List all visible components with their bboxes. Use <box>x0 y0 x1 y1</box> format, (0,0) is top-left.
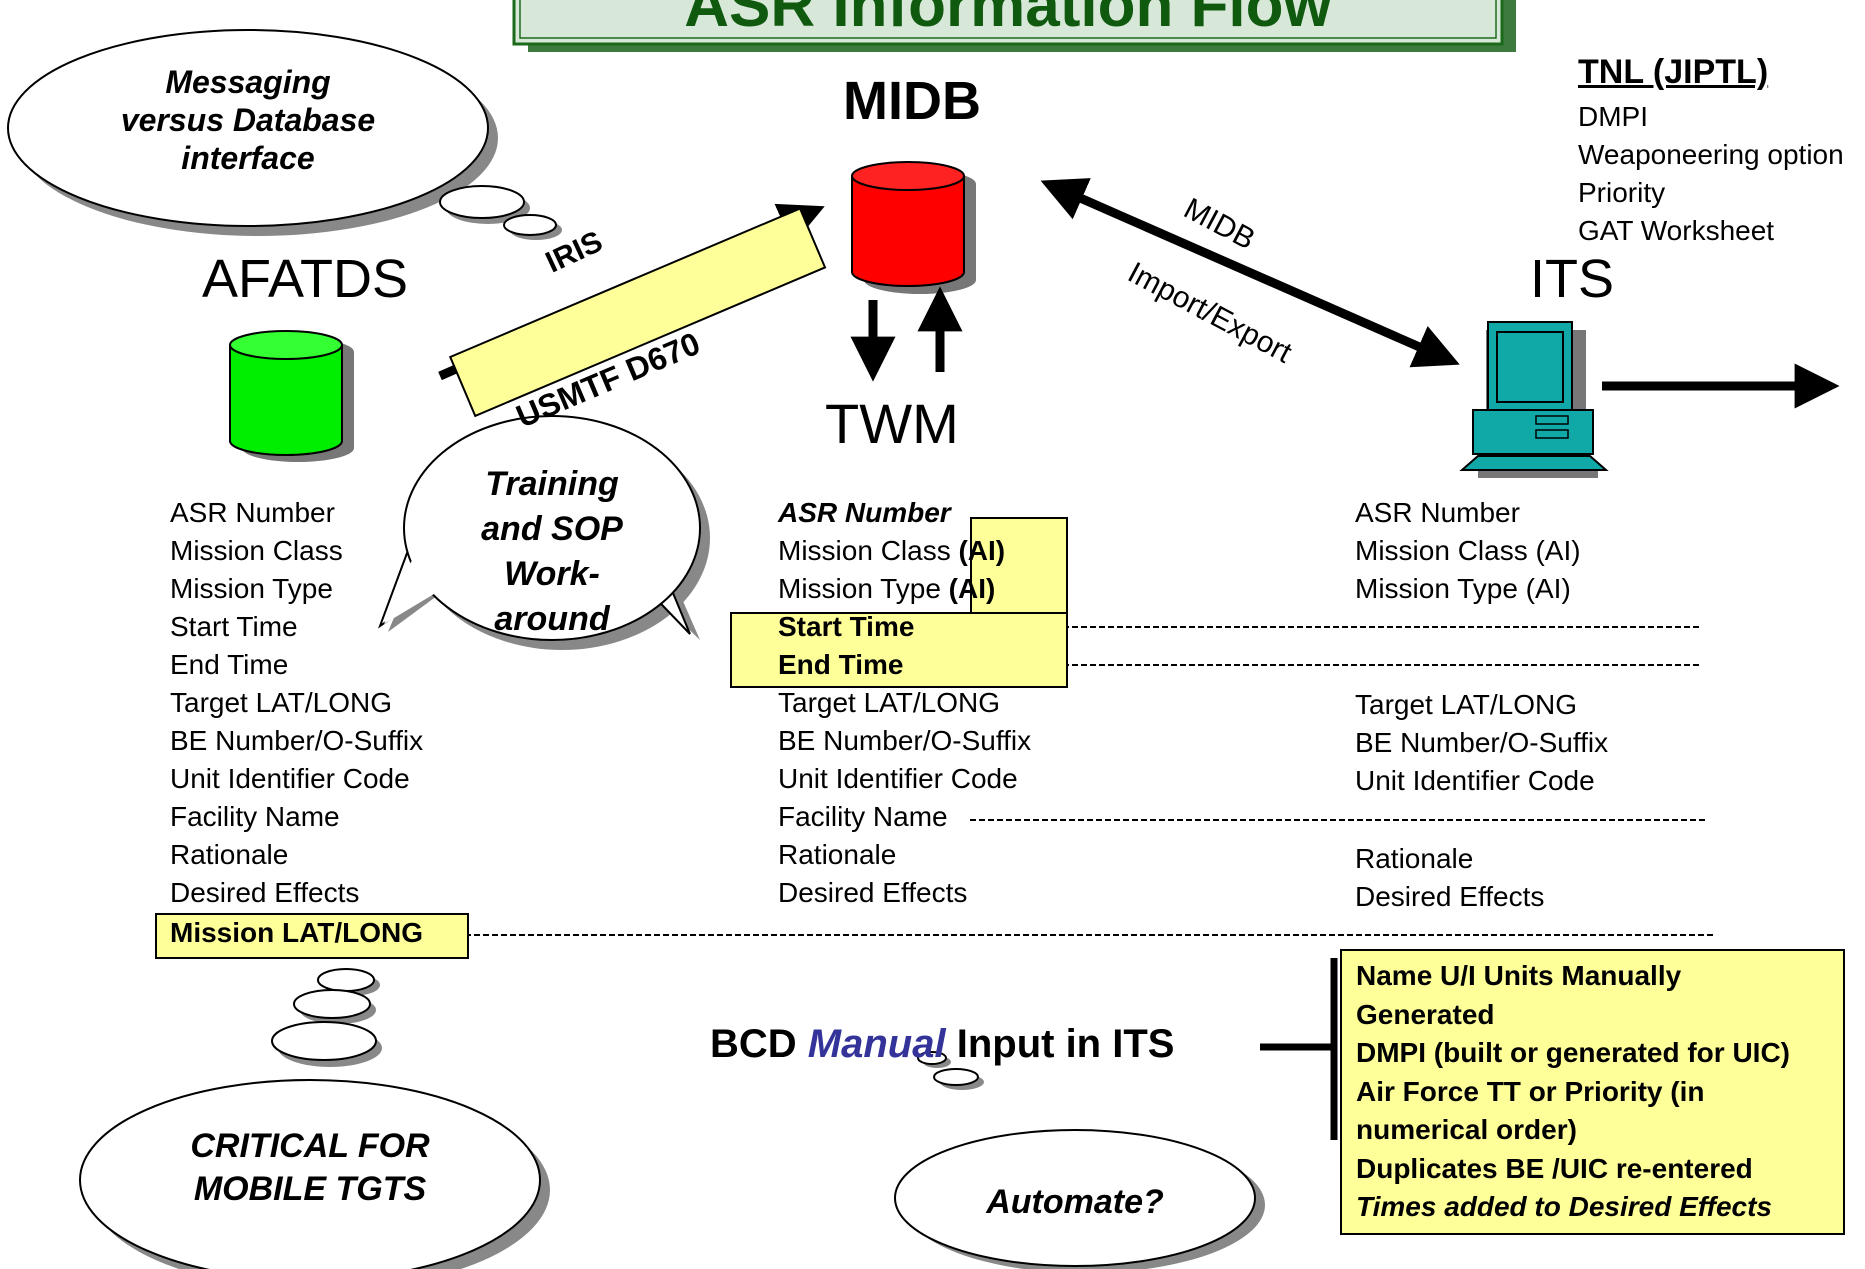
database-icon <box>229 330 354 462</box>
twm-field-list: ASR Number Mission Class (AI) Mission Ty… <box>778 494 1031 912</box>
page-title: ASR Information Flow <box>684 0 1332 40</box>
field-label: Mission Type <box>778 573 941 604</box>
cloud-text-line: versus Database <box>120 102 376 138</box>
manual-step: DMPI (built or generated for UIC) <box>1356 1037 1790 1068</box>
field-item: Desired Effects <box>778 877 968 908</box>
midb-label: MIDB <box>843 71 981 131</box>
field-item: Desired Effects <box>170 877 360 908</box>
field-item: ASR Number <box>778 497 951 528</box>
field-item: Desired Effects <box>1355 881 1545 912</box>
bcd-text: BCD <box>710 1022 797 1066</box>
tnl-item: Weaponeering option <box>1578 139 1844 170</box>
manual-steps-box: Name U/I Units Manually Generated DMPI (… <box>1340 949 1845 1235</box>
field-item: Mission Class <box>170 535 343 566</box>
field-item: Facility Name <box>170 801 340 832</box>
cloud-text-line: MOBILE TGTS <box>193 1170 427 1208</box>
field-item: BE Number/O-Suffix <box>170 725 424 756</box>
manual-step-italic: Times added to Desired Effects <box>1356 1191 1772 1222</box>
field-item: Mission Class (AI) <box>778 532 1031 570</box>
cloud-text-line: Work- <box>504 555 600 593</box>
field-item: Rationale <box>170 839 289 870</box>
tnl-list: DMPI Weaponeering option Priority GAT Wo… <box>1578 98 1844 250</box>
field-item: Target LAT/LONG <box>778 687 1001 718</box>
field-item: Target LAT/LONG <box>170 687 393 718</box>
cloud-text-line: interface <box>181 140 315 176</box>
time-highlight-box <box>730 612 1068 688</box>
usmtf-banner <box>448 207 827 418</box>
arrow-midb-its <box>1040 178 1460 368</box>
tnl-item: Priority <box>1578 177 1666 208</box>
afatds-label: AFATDS <box>202 249 409 309</box>
database-icon <box>851 161 976 294</box>
cloud-text-line: and SOP <box>481 510 623 548</box>
field-item: Mission Type <box>170 573 333 604</box>
mission-latlong-highlight-box <box>155 913 469 959</box>
its-label: ITS <box>1530 249 1615 309</box>
field-label: Mission Class <box>778 535 951 566</box>
field-item: Start Time <box>170 611 298 642</box>
cloud-text-line: around <box>494 600 610 638</box>
tnl-heading: TNL (JIPTL) <box>1578 53 1769 91</box>
field-item: Facility Name <box>778 801 948 832</box>
field-item: Rationale <box>778 839 897 870</box>
cloud-text-line: Training <box>485 465 619 503</box>
field-item: Mission Type (AI) <box>778 570 1031 608</box>
field-item: Mission Class (AI) <box>1355 535 1581 566</box>
cloud-icon <box>894 1051 1265 1269</box>
cloud-icon <box>79 968 550 1269</box>
field-item: BE Number/O-Suffix <box>1355 727 1609 758</box>
tnl-item: GAT Worksheet <box>1578 215 1775 246</box>
cloud-text-line: Messaging <box>165 64 331 100</box>
messaging-cloud-text: Messaging versus Database interface <box>98 63 398 177</box>
ai-tag: (AI) <box>948 573 996 604</box>
computer-icon <box>1459 321 1609 478</box>
automate-cloud-text: Automate? <box>986 1183 1164 1221</box>
twm-label: TWM <box>825 392 959 455</box>
field-item: Unit Identifier Code <box>778 763 1018 794</box>
bcd-manual-input-label: BCD Manual Input in ITS <box>710 1020 1174 1068</box>
field-item: ASR Number <box>170 497 335 528</box>
manual-step: numerical order) <box>1356 1114 1577 1145</box>
field-item: End Time <box>170 649 289 680</box>
cloud-icon <box>7 29 562 240</box>
critical-cloud-text: CRITICAL FOR MOBILE TGTS <box>150 1125 470 1211</box>
its-field-list-bottom: Rationale Desired Effects <box>1355 840 1544 916</box>
field-item: Mission Type (AI) <box>1355 573 1571 604</box>
field-item: Target LAT/LONG <box>1355 689 1578 720</box>
field-item: BE Number/O-Suffix <box>778 725 1032 756</box>
manual-emphasis: Manual <box>807 1022 946 1066</box>
bcd-text: Input in ITS <box>956 1022 1175 1066</box>
its-field-list-top: ASR Number Mission Class (AI) Mission Ty… <box>1355 494 1581 608</box>
its-field-list-middle: Target LAT/LONG BE Number/O-Suffix Unit … <box>1355 686 1608 800</box>
manual-step: Name U/I Units Manually <box>1356 960 1682 991</box>
speech-bubble-icon <box>377 415 710 650</box>
manual-step: Air Force TT or Priority (in <box>1356 1075 1705 1107</box>
afatds-field-list: ASR Number Mission Class Mission Type St… <box>170 494 423 952</box>
manual-step: Generated <box>1356 998 1495 1030</box>
tnl-item: DMPI <box>1578 101 1648 132</box>
field-item: Rationale <box>1355 843 1474 874</box>
ai-tag: (AI) <box>958 535 1006 566</box>
field-item: Unit Identifier Code <box>170 763 410 794</box>
training-bubble-text: Training and SOP Work- around <box>462 462 642 642</box>
title-box <box>512 0 1516 52</box>
field-item-highlighted: Mission LAT/LONG <box>170 917 424 948</box>
manual-step: Duplicates BE /UIC re-entered <box>1356 1152 1753 1184</box>
field-item-highlighted: Start Time <box>778 611 915 642</box>
field-item: ASR Number <box>1355 497 1520 528</box>
field-item-highlighted: End Time <box>778 649 904 680</box>
cloud-text-line: CRITICAL FOR <box>190 1127 430 1165</box>
field-item: Unit Identifier Code <box>1355 765 1595 796</box>
